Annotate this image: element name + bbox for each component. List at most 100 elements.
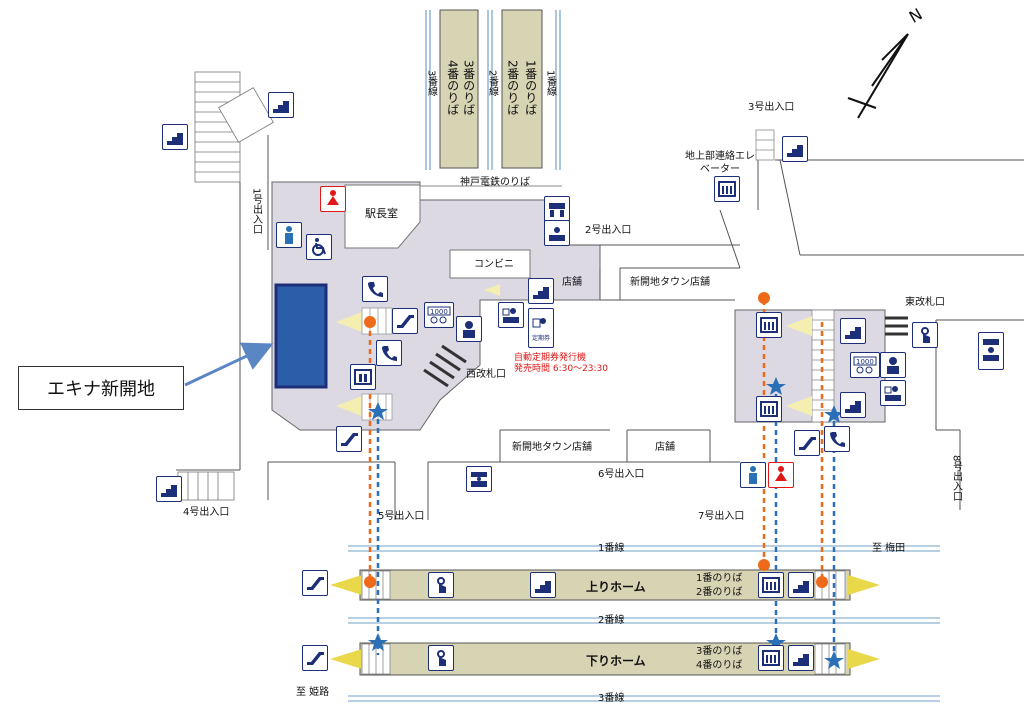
ekina-callout: エキナ新開地 [18, 366, 184, 410]
phone-icon [824, 426, 850, 452]
stairs-4 [177, 471, 235, 501]
exit-5-label: 5号出入口 [378, 511, 425, 522]
locker-icon [544, 196, 570, 222]
info-desk-icon [544, 220, 570, 246]
platform-1-2 [501, 9, 543, 169]
west-gate-label: 西改札口 [466, 369, 506, 380]
stairs-icon [162, 124, 188, 150]
pointing-hand-icon [428, 572, 454, 598]
to-umeda-label: 至 梅田 [872, 543, 906, 554]
up-p1-label: 1番のりば [696, 573, 743, 584]
lower-track-1-label: 1番線 [598, 543, 625, 554]
pointing-hand-icon [912, 322, 938, 348]
info-desk-icon [466, 466, 492, 492]
exit-7-label: 7号出入口 [698, 511, 745, 522]
west-stairs [194, 71, 274, 183]
exit-6-label: 6号出入口 [598, 469, 645, 480]
stairs-icon [268, 92, 294, 118]
kobe-platform-label: 神戸電鉄のりば [460, 177, 530, 188]
track-1-label: 1番線 [544, 70, 556, 97]
stairs-icon [782, 136, 808, 162]
exit-8-label: 8号出入口 [950, 455, 962, 502]
lower-track-2-label: 2番線 [598, 615, 625, 626]
town-shops-2-label: 新開地タウン店舗 [512, 442, 592, 453]
stairs-icon [788, 645, 814, 671]
stairs-icon [840, 392, 866, 418]
accessible-toilet-icon [306, 234, 332, 260]
escalator-icon [336, 426, 362, 452]
up-platform-label: 上りホーム [586, 580, 646, 594]
station-staff-icon [880, 352, 906, 378]
shop-2-label: 店舗 [655, 442, 675, 453]
exit-4-label: 4号出入口 [183, 507, 230, 518]
station-master-label: 駅長室 [365, 207, 398, 220]
upper-tracks [425, 10, 561, 170]
exit-3-label: 3号出入口 [748, 102, 795, 113]
ticket-machine-icon: 1000 [850, 352, 880, 378]
elevator-icon [758, 645, 784, 671]
ticket-office-icon [880, 380, 906, 406]
svg-text:1000: 1000 [856, 358, 874, 366]
ticket-office-icon [498, 302, 524, 328]
convenience-label: コンビニ [474, 259, 514, 270]
track-3-label: 3番線 [425, 70, 437, 97]
escalator-icon [392, 308, 418, 334]
down-p3-label: 3番のりば [696, 646, 743, 657]
town-shops-label: 新開地タウン店舗 [630, 277, 710, 288]
commuter-pass-icon: 定期券 [528, 308, 554, 348]
toilet-men-icon [740, 462, 766, 488]
elevator-icon [350, 364, 376, 390]
elevator-note: 地上部連絡エレベーター [685, 151, 755, 175]
toilet-women-icon [320, 186, 346, 212]
ticket-machine-note-1: 自動定期券発行機 [514, 353, 587, 363]
track-2-label: 2番線 [486, 70, 498, 97]
west-gates [423, 344, 467, 388]
info-desk-icon [978, 332, 1004, 370]
exit-1-label: 1号出入口 [250, 188, 262, 235]
pointing-hand-icon [428, 645, 454, 671]
exit-2-label: 2号出入口 [585, 225, 632, 236]
stairs-icon [156, 476, 182, 502]
route-lines [368, 300, 836, 655]
toilet-men-icon [276, 222, 302, 248]
phone-icon [376, 340, 402, 366]
up-p2-label: 2番のりば [696, 587, 743, 598]
escalator-icon [302, 645, 328, 671]
ticket-machine-icon: 1000 [424, 302, 454, 328]
elevator-icon [758, 572, 784, 598]
east-gate-label: 東改札口 [905, 297, 945, 308]
ekina-block [274, 283, 328, 389]
platform-2-label: 2番のりば [505, 60, 520, 116]
callout-arrow [184, 342, 274, 387]
escalator-icon [794, 430, 820, 456]
elevator-icon [756, 312, 782, 338]
stairs-icon [530, 572, 556, 598]
elevator-icon [756, 396, 782, 422]
north-arrow [847, 33, 909, 119]
station-staff-icon [456, 316, 482, 342]
escalator-icon [302, 570, 328, 596]
platform-3-label: 3番のりば [461, 60, 476, 116]
walk-cones [336, 284, 812, 416]
down-p4-label: 4番のりば [696, 660, 743, 671]
platform-4-label: 4番のりば [445, 60, 460, 116]
stairs-icon [840, 318, 866, 344]
east-stairs [755, 129, 835, 423]
platform-1-label: 1番のりば [523, 60, 538, 116]
shop-label: 店舗 [562, 277, 582, 288]
phone-icon [362, 276, 388, 302]
down-platform-label: 下りホーム [586, 654, 646, 668]
platform-3-4 [439, 9, 479, 169]
lower-track-3-label: 3番線 [598, 693, 625, 704]
lower-tracks [348, 545, 940, 702]
stairs-icon [788, 572, 814, 598]
stairs-icon [528, 278, 554, 304]
svg-text:1000: 1000 [430, 308, 448, 316]
route-dots [364, 292, 844, 669]
toilet-women-icon [768, 462, 794, 488]
elevator-icon [714, 176, 740, 202]
to-himeji-label: 至 姫路 [296, 687, 330, 698]
ticket-machine-note-2: 発売時間 6:30〜23:30 [514, 364, 609, 374]
platform-arrows [330, 575, 880, 669]
station-master-room [344, 184, 421, 249]
